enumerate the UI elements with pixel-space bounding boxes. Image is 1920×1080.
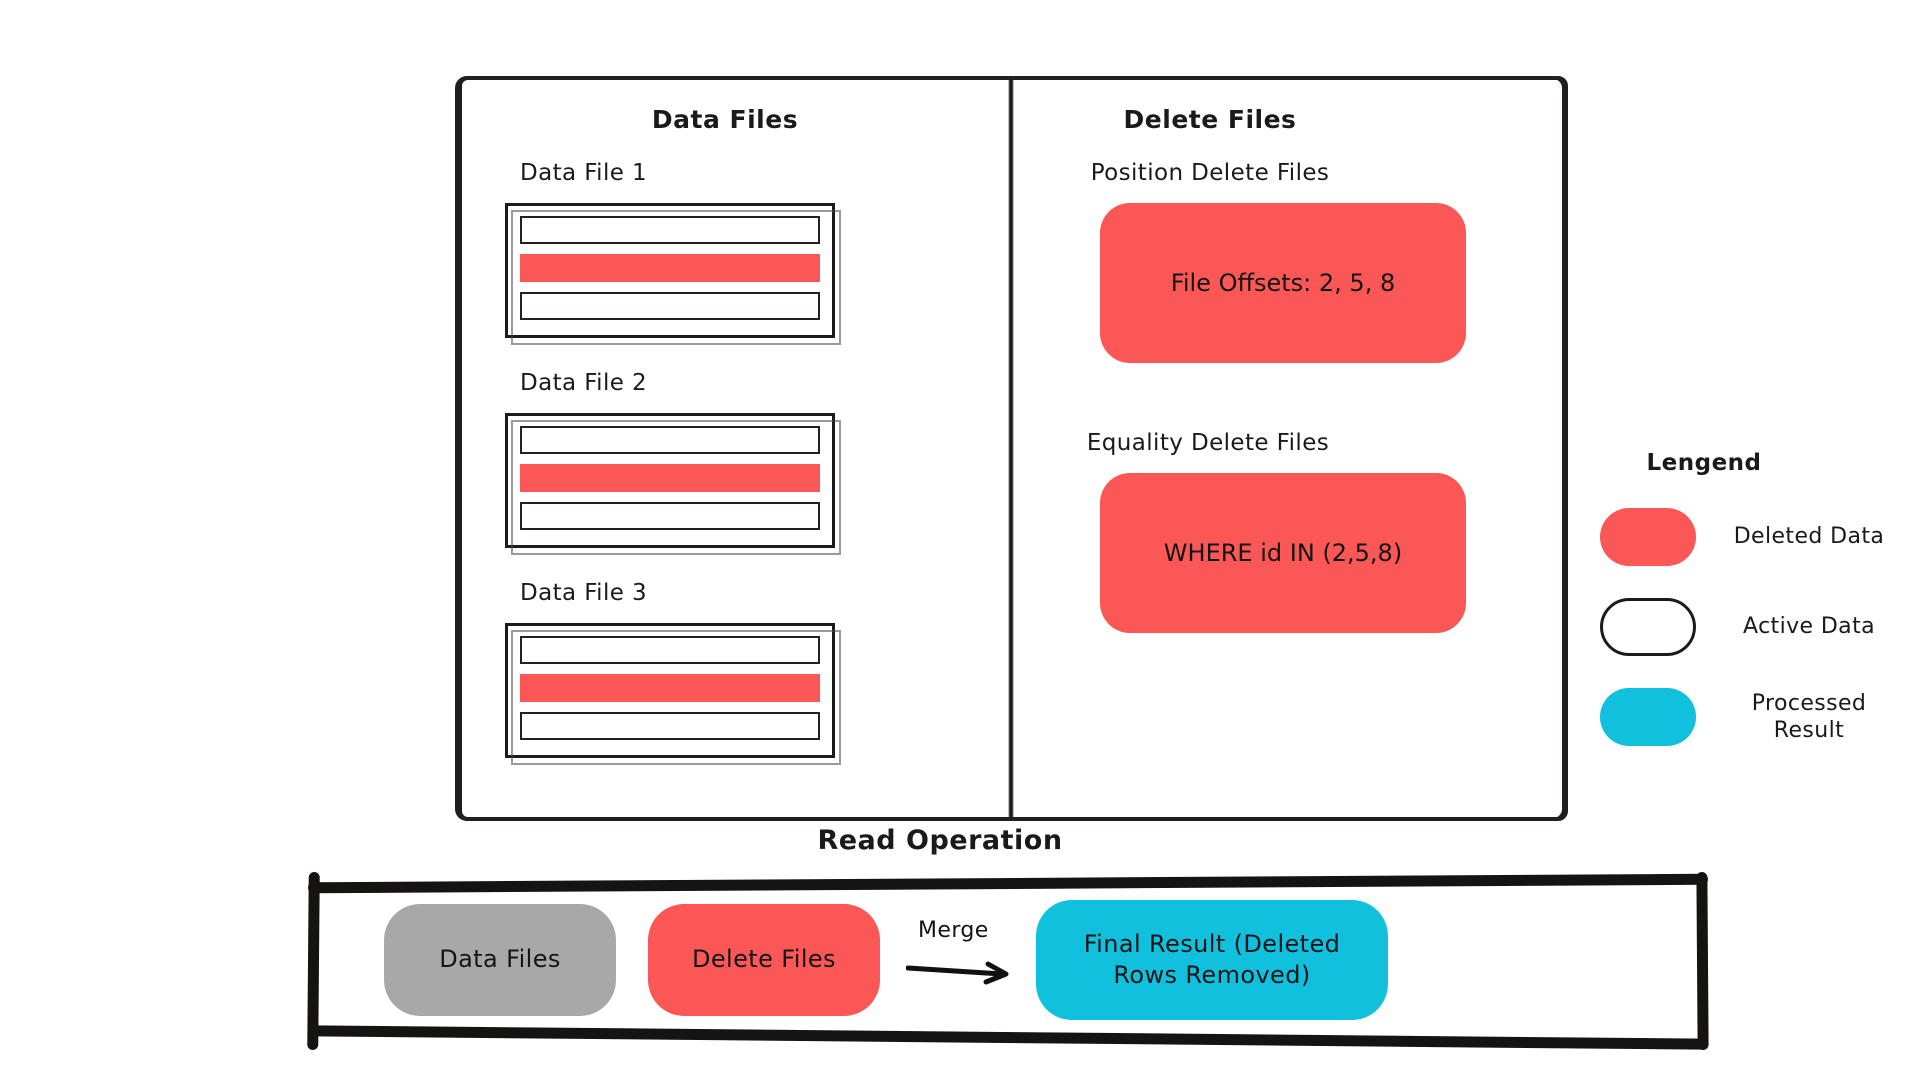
legend-label-deleted: Deleted Data	[1733, 524, 1885, 550]
read-operation-frame-right	[1696, 871, 1709, 1051]
position-delete-files-pill: File Offsets: 2, 5, 8	[1100, 203, 1466, 363]
legend-item-deleted-data: Deleted Data	[1600, 508, 1920, 566]
position-delete-files-content: File Offsets: 2, 5, 8	[1170, 269, 1396, 297]
legend-swatch-active-icon	[1600, 598, 1696, 656]
legend-swatch-processed-icon	[1600, 688, 1696, 746]
read-operation-frame-top	[307, 873, 1709, 894]
legend-swatch-deleted-icon	[1600, 508, 1696, 566]
data-file-1-box	[505, 203, 841, 345]
legend-label-processed: Processed Result	[1751, 690, 1867, 744]
merge-arrow-label: Merge	[918, 918, 989, 943]
flow-pill-delete-files-label: Delete Files	[692, 945, 836, 974]
flow-pill-final-result: Final Result (Deleted Rows Removed)	[1036, 900, 1388, 1020]
data-file-3-row-2	[520, 674, 820, 702]
data-file-2-row-2	[520, 464, 820, 492]
equality-delete-files-content: WHERE id IN (2,5,8)	[1163, 539, 1403, 567]
data-file-2-row-3	[520, 502, 820, 530]
read-operation-frame-left	[307, 871, 320, 1051]
flow-pill-delete-files: Delete Files	[648, 904, 880, 1016]
equality-delete-files-label: Equality Delete Files	[1086, 430, 1330, 456]
flow-pill-data-files-label: Data Files	[439, 945, 561, 974]
delete-files-panel-title: Delete Files	[1123, 105, 1297, 134]
data-file-1-row-3	[520, 292, 820, 320]
data-file-2-box	[505, 413, 841, 555]
data-file-3-box	[505, 623, 841, 765]
legend: Lengend Deleted Data Active Data Process…	[1600, 450, 1920, 746]
legend-label-active: Active Data	[1743, 614, 1875, 640]
data-file-1-row-1	[520, 216, 820, 244]
merge-arrow-icon	[906, 961, 1009, 985]
read-operation-frame-bottom	[307, 1025, 1709, 1050]
legend-item-processed-result: Processed Result	[1600, 688, 1920, 746]
flow-pill-final-result-label: Final Result (Deleted Rows Removed)	[1083, 929, 1341, 989]
data-file-3-label: Data File 3	[520, 580, 648, 606]
data-file-1-row-2	[520, 254, 820, 282]
data-file-3-row-1	[520, 636, 820, 664]
equality-delete-files-pill: WHERE id IN (2,5,8)	[1100, 473, 1466, 633]
panel-divider	[1008, 78, 1014, 820]
read-operation-container: Data Files Delete Files Merge Final Resu…	[307, 871, 1709, 1051]
flow-pill-data-files: Data Files	[384, 904, 616, 1016]
legend-title: Lengend	[1646, 450, 1762, 476]
legend-item-active-data: Active Data	[1600, 598, 1920, 656]
merge-arrow-group: Merge	[906, 918, 1022, 998]
data-files-panel-title: Data Files	[651, 105, 799, 134]
position-delete-files-label: Position Delete Files	[1090, 160, 1330, 186]
data-file-2-label: Data File 2	[520, 370, 648, 396]
data-file-3-row-3	[520, 712, 820, 740]
data-file-2-row-1	[520, 426, 820, 454]
read-operation-title: Read Operation	[817, 825, 1063, 856]
data-file-1-label: Data File 1	[520, 160, 648, 186]
